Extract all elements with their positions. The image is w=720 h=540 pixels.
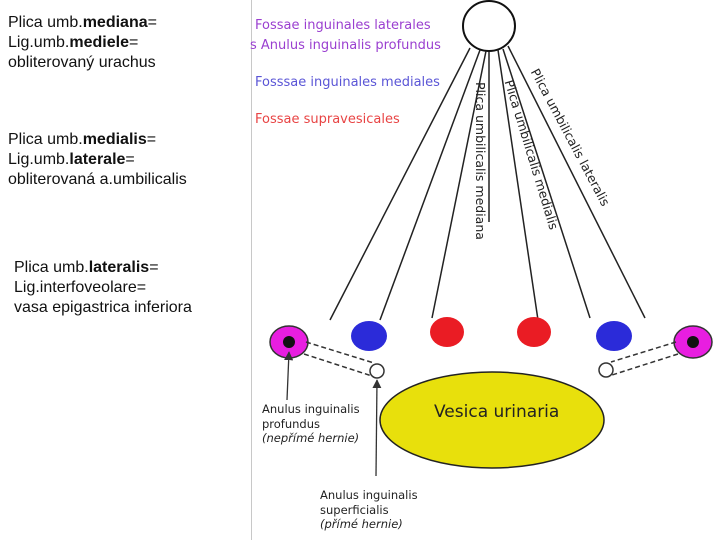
umbilicus bbox=[462, 0, 516, 52]
vesica-urinaria bbox=[379, 371, 605, 469]
annotation-anulus-superficialis: Anulus inguinalis superficialis (přímé h… bbox=[320, 488, 418, 531]
label-plica-mediana: Plica umbilicalis mediana bbox=[473, 82, 488, 240]
fossa-medialis-right bbox=[596, 321, 632, 351]
anulus-profundus-dot-right bbox=[687, 336, 699, 348]
arrow-superficialis bbox=[372, 379, 382, 477]
label-vesica-urinaria: Vesica urinaria bbox=[434, 402, 560, 422]
plica-line-left-1 bbox=[329, 47, 471, 321]
label-fossae-laterales: Fossae inguinales laterales bbox=[255, 18, 431, 33]
plica-line-left-2 bbox=[379, 49, 481, 321]
anulus-superficialis-right bbox=[598, 362, 614, 378]
anulus-profundus-dot-left bbox=[283, 336, 295, 348]
plica-line-left-3 bbox=[431, 50, 487, 319]
canal-right-upper bbox=[610, 341, 677, 363]
canal-left-upper bbox=[305, 341, 375, 364]
canal-left-lower bbox=[303, 353, 373, 377]
note-plica-medialis: Plica umb.medialis= Lig.umb.laterale= ob… bbox=[8, 131, 187, 188]
plica-line-right-3 bbox=[497, 49, 539, 321]
label-fossae-supravesicales: Fossae supravesicales bbox=[255, 112, 400, 127]
plica-line-right-1 bbox=[507, 45, 646, 319]
fossa-medialis-left bbox=[351, 321, 387, 351]
fossa-supravesicalis-left bbox=[430, 317, 464, 347]
annotation-anulus-profundus: Anulus inguinalis profundus (nepřímé her… bbox=[262, 402, 360, 445]
note-plica-mediana: Plica umb.mediana= Lig.umb.mediele= obli… bbox=[8, 14, 157, 71]
label-fossae-mediales: Fosssae inguinales mediales bbox=[255, 75, 440, 90]
anulus-superficialis-left bbox=[369, 363, 385, 379]
label-anulus-profundus: s Anulus inguinalis profundus bbox=[250, 38, 441, 53]
fossa-supravesicalis-right bbox=[517, 317, 551, 347]
note-plica-lateralis: Plica umb.lateralis= Lig.interfoveolare=… bbox=[14, 259, 192, 316]
arrow-profundus bbox=[284, 351, 294, 401]
vertical-divider bbox=[251, 0, 252, 540]
plica-line-right-2 bbox=[502, 48, 591, 319]
canal-right-lower bbox=[611, 353, 679, 376]
